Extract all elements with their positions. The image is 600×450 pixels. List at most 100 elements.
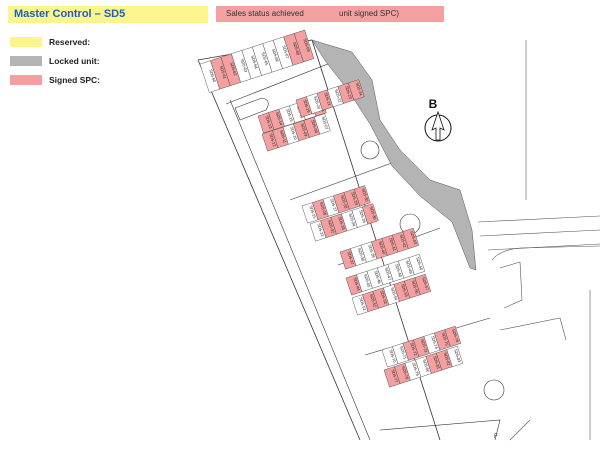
lot-label: SD5-33 <box>337 216 346 231</box>
lot-label: SD5-60 <box>208 68 217 83</box>
legend-item-locked: Locked unit: <box>10 55 100 66</box>
lot-label: SD5-29 <box>350 191 359 206</box>
lot-label: SD5-27 <box>329 198 338 213</box>
lot-label: SD5-51 <box>358 297 367 312</box>
lot-label: SD5-10 <box>289 126 298 141</box>
lot-label: SD5-35 <box>358 209 367 224</box>
lot-label: SD5-20 <box>313 95 322 110</box>
lot-label: SD5-24 <box>355 82 364 97</box>
lot-label: SD5-37 <box>346 251 355 266</box>
lot-label: SD5-23 <box>344 85 353 100</box>
lot-label: SD5-28 <box>340 195 349 210</box>
lot-label: SD5-14 <box>275 111 284 126</box>
lot-cell[interactable] <box>402 227 420 249</box>
lot-label: SD5-71 <box>399 345 408 360</box>
map-title: Master Control – SD5 <box>8 6 208 23</box>
lot-label: SD5-69 <box>302 38 311 53</box>
lot-cell[interactable] <box>314 113 331 135</box>
lot-label: SD5-72 <box>409 342 418 357</box>
lot-label: SD5-73 <box>420 339 429 354</box>
lot-label: SD5-50 <box>415 256 424 271</box>
lot-label: SD5-39 <box>367 244 376 259</box>
corner-letter: F <box>494 434 498 440</box>
lot-label: SD5-77 <box>390 369 399 384</box>
lot-label: SD5-52 <box>369 293 378 308</box>
lot-label: SD5-42 <box>399 234 408 249</box>
legend-label-locked: Locked unit: <box>49 55 100 66</box>
legend-label-signed: Signed SPC: <box>49 74 101 85</box>
lot-label: SD5-75 <box>441 332 450 347</box>
sales-status-label: Sales status achieved <box>226 9 304 18</box>
lot-label: SD5-25 <box>308 205 317 220</box>
lot-label: SD5-43 <box>409 230 418 245</box>
lot-label: SD5-63 <box>240 58 249 73</box>
lot-cell[interactable] <box>293 29 315 63</box>
legend-label-reserved: Reserved: <box>49 36 91 47</box>
lot-label: SD5-57 <box>421 276 430 291</box>
legend: Reserved: Locked unit: Signed SPC: <box>10 36 100 93</box>
lot-label: SD5-80 <box>422 359 431 374</box>
lot-label: SD5-30 <box>361 188 370 203</box>
lot-label: SD5-83 <box>453 348 462 363</box>
lot-label: SD5-79 <box>411 362 420 377</box>
lot-label: SD5-47 <box>384 267 393 282</box>
lot-label: SD5-44 <box>352 277 361 292</box>
north-letter: B <box>429 97 438 111</box>
lot-label: SD5-08 <box>310 119 319 134</box>
lot-cell[interactable] <box>348 79 365 101</box>
sales-status-banner: Sales status achieved unit signed SPC) <box>216 6 444 22</box>
lot-label: SD5-70 <box>388 349 397 364</box>
sales-status-note: unit signed SPC) <box>339 9 400 18</box>
lot-label: SD5-74 <box>430 335 439 350</box>
lot-label: SD5-65 <box>261 51 270 66</box>
lot-label: SD5-49 <box>405 260 414 275</box>
lot-label: SD5-36 <box>369 206 378 221</box>
lot-label: SD5-40 <box>378 241 387 256</box>
lot-label: SD5-38 <box>357 247 366 262</box>
lot-label: SD5-21 <box>323 92 332 107</box>
lot-cell[interactable] <box>362 203 379 225</box>
lot-label: SD5-55 <box>400 283 409 298</box>
lot-label: SD5-56 <box>411 280 420 295</box>
lot-label: SD5-15 <box>285 108 294 123</box>
legend-item-reserved: Reserved: <box>10 36 100 47</box>
lot-cell[interactable] <box>446 345 464 367</box>
lot-label: SD5-31 <box>316 223 325 238</box>
lot-cell[interactable] <box>354 185 371 207</box>
lot-label: SD5-41 <box>388 237 397 252</box>
lot-label: SD5-26 <box>319 201 328 216</box>
lot-label: SD5-81 <box>432 355 441 370</box>
lot-label: SD5-09 <box>300 123 309 138</box>
lot-label: SD5-68 <box>292 41 301 56</box>
lot-label: SD5-11 <box>279 129 288 144</box>
lot-label: SD5-07 <box>321 116 330 131</box>
legend-swatch-signed <box>10 74 42 85</box>
lot-cell[interactable] <box>444 325 462 347</box>
lot-cell[interactable] <box>408 253 426 275</box>
north-arrow-icon: B <box>424 97 452 142</box>
lot-label: SD5-76 <box>451 328 460 343</box>
lot-label: SD5-46 <box>373 270 382 285</box>
lot-label: SD5-22 <box>334 89 343 104</box>
lot-cell[interactable] <box>414 273 432 295</box>
lot-label: SD5-53 <box>379 290 388 305</box>
legend-item-signed: Signed SPC: <box>10 74 100 85</box>
lot-label: SD5-48 <box>394 263 403 278</box>
lot-label: SD5-32 <box>327 219 336 234</box>
lot-label: SD5-61 <box>219 65 228 80</box>
lot-label: SD5-13 <box>264 115 273 130</box>
legend-swatch-reserved <box>10 36 42 47</box>
lot-label: SD5-12 <box>268 133 277 148</box>
lot-label: SD5-66 <box>271 48 280 63</box>
lot-label: SD5-64 <box>250 55 259 70</box>
